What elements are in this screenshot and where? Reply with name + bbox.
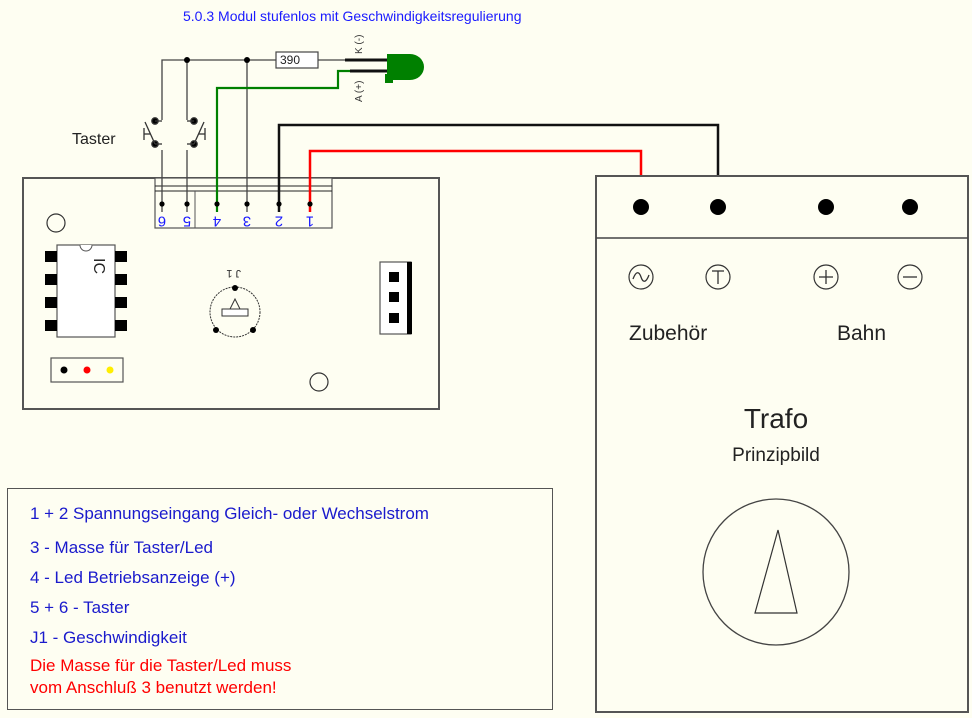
legend-line: 4 - Led Betriebsanzeige (+) <box>30 568 236 587</box>
wire-green-led <box>215 69 350 212</box>
terminal-pin[interactable] <box>184 201 190 207</box>
potentiometer-j1: J 1 <box>209 267 261 338</box>
legend-line: 5 + 6 - Taster <box>30 598 130 617</box>
connector-dot-red <box>83 366 91 374</box>
terminal-label: 4 <box>213 213 221 230</box>
terminal-label: 2 <box>275 213 283 230</box>
trafo-title: Trafo <box>744 403 808 434</box>
trafo-group-zubehoer: Zubehör <box>629 322 707 345</box>
led-anode-label: A (+) <box>354 81 365 102</box>
terminal-pin[interactable] <box>214 201 220 207</box>
legend-box: 1 + 2 Spannungseingang Gleich- oder Wech… <box>7 488 553 710</box>
terminal-pin[interactable] <box>307 201 313 207</box>
potentiometer-label: J 1 <box>226 267 241 279</box>
resistor-value: 390 <box>280 53 300 67</box>
led-cathode-label: K (-) <box>354 35 365 54</box>
ground-symbol-icon <box>705 264 731 290</box>
led-icon <box>387 54 424 80</box>
terminal-label: 6 <box>158 213 166 230</box>
mounting-hole <box>309 372 329 392</box>
trafo-terminal[interactable] <box>902 199 918 215</box>
terminal-label: 5 <box>183 213 191 230</box>
legend-line: 3 - Masse für Taster/Led <box>30 538 213 557</box>
ic-chip: IC <box>45 244 127 338</box>
terminal-pin[interactable] <box>159 201 165 207</box>
minus-symbol-icon <box>897 264 923 290</box>
led <box>345 54 424 83</box>
knob-pointer-icon <box>754 529 798 614</box>
legend-warning: vom Anschluß 3 benutzt werden! <box>30 678 277 697</box>
mounting-hole <box>46 213 66 233</box>
taster-switch-left <box>143 117 162 148</box>
taster-label: Taster <box>72 131 116 148</box>
legend-warning: Die Masse für die Taster/Led muss <box>30 656 292 675</box>
terminal-pin[interactable] <box>276 201 282 207</box>
terminal-block <box>154 177 333 229</box>
terminal-label: 1 <box>306 213 314 230</box>
trafo-group-bahn: Bahn <box>837 322 886 345</box>
connector-dot-yellow <box>106 366 114 374</box>
ic-label: IC <box>90 258 107 274</box>
legend-line: J1 - Geschwindigkeit <box>30 628 187 647</box>
resistor: 390 <box>275 51 319 69</box>
junction-dot <box>244 57 250 63</box>
plus-symbol-icon <box>813 264 839 290</box>
taster-switch-right <box>187 117 206 148</box>
trafo-terminal[interactable] <box>710 199 726 215</box>
led-connector <box>50 357 124 383</box>
trafo-control-knob[interactable] <box>702 498 850 646</box>
trafo-terminals <box>628 199 923 290</box>
trafo-terminal[interactable] <box>818 199 834 215</box>
trafo-subtitle: Prinzipbild <box>732 445 820 466</box>
trafo-terminal[interactable] <box>633 199 649 215</box>
ac-symbol-icon <box>628 264 654 290</box>
diagram-title: 5.0.3 Modul stufenlos mit Geschwindigkei… <box>183 8 522 24</box>
connector-dot-black <box>60 366 68 374</box>
pin-header <box>379 261 412 335</box>
terminal-label: 3 <box>243 213 251 230</box>
junction-dot <box>184 57 190 63</box>
wire-black-supply <box>277 123 720 212</box>
legend-line: 1 + 2 Spannungseingang Gleich- oder Wech… <box>30 504 429 523</box>
trafo <box>595 175 969 713</box>
terminal-pin[interactable] <box>244 201 250 207</box>
